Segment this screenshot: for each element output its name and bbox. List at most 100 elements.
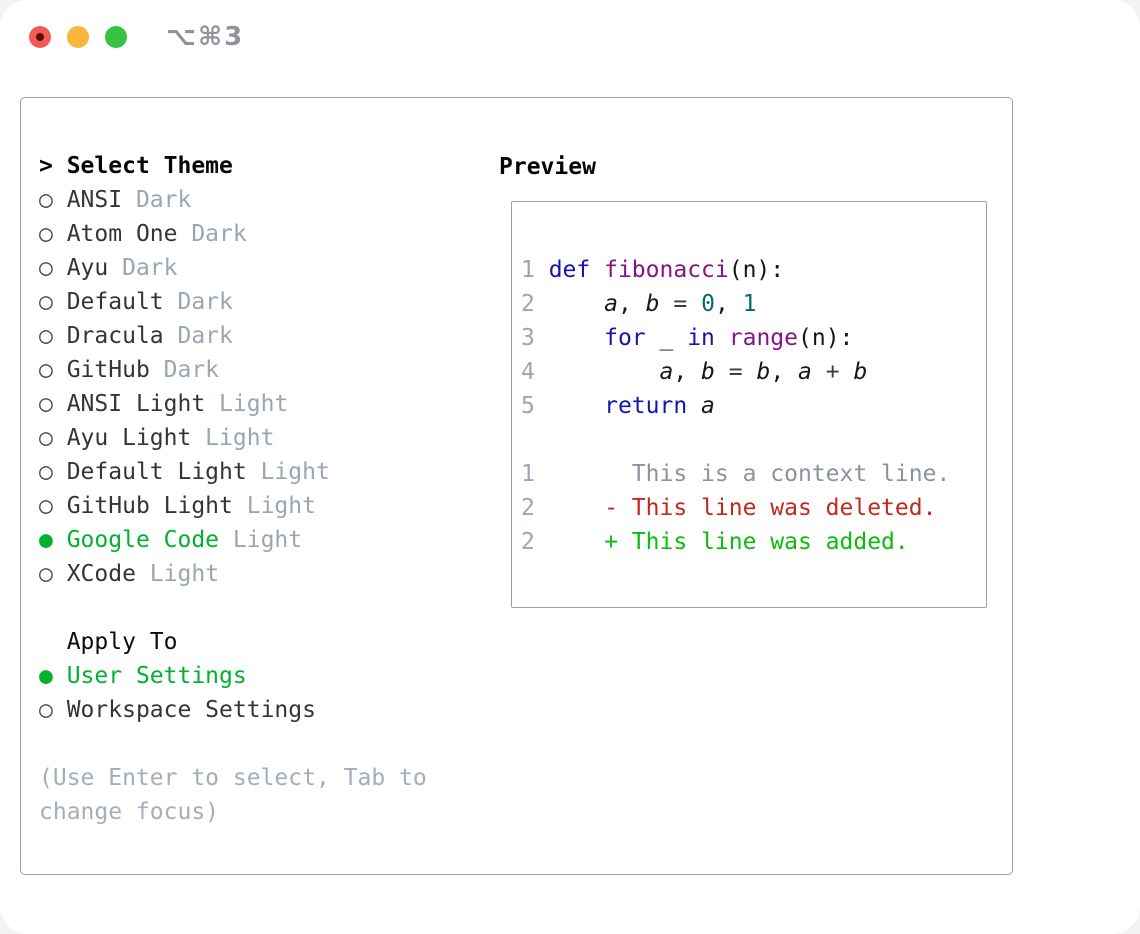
code-line: 3 for _ in range(n): (521, 321, 986, 355)
radio-unselected-icon: ○ (39, 459, 67, 485)
radio-unselected-icon: ○ (39, 289, 67, 315)
radio-unselected-icon: ○ (39, 425, 67, 451)
theme-option[interactable]: ○ GitHub Dark (39, 353, 489, 387)
theme-variant-label: Dark (163, 289, 233, 315)
theme-variant-label: Light (219, 527, 303, 553)
code-segment (715, 359, 729, 385)
code-segment (812, 359, 826, 385)
line-number: 1 (521, 257, 549, 283)
line-number: 2 (521, 291, 549, 317)
theme-name: GitHub Light (66, 493, 233, 519)
theme-variant-label: Dark (163, 323, 233, 349)
theme-option[interactable]: ○ GitHub Light Light (39, 489, 489, 523)
code-segment (715, 325, 729, 351)
radio-unselected-icon: ○ (39, 493, 67, 519)
code-segment: - This line was deleted. (548, 495, 937, 521)
radio-unselected-icon: ○ (39, 255, 67, 281)
theme-name: Atom One (66, 221, 178, 247)
window-shortcut-label: ⌥⌘3 (166, 22, 245, 52)
theme-option[interactable]: ○ ANSI Light Light (39, 387, 489, 421)
theme-option[interactable]: ○ Ayu Light Light (39, 421, 489, 455)
titlebar: ⌥⌘3 (0, 0, 1140, 75)
traffic-lights (29, 26, 127, 48)
code-segment: b (701, 359, 715, 385)
code-line: 5 return a (521, 389, 986, 423)
code-segment: = (728, 359, 743, 385)
blank-line (521, 423, 986, 457)
code-segment (549, 393, 604, 419)
diff-line: 2 + This line was added. (521, 525, 986, 559)
close-button[interactable] (29, 26, 51, 48)
apply-to-option[interactable]: ● User Settings (39, 659, 489, 693)
theme-option[interactable]: ○ Dracula Dark (39, 319, 489, 353)
code-segment (549, 359, 660, 385)
radio-unselected-icon: ○ (39, 221, 67, 247)
code-segment (549, 325, 604, 351)
diff-line: 1 This is a context line. (521, 457, 986, 491)
radio-unselected-icon: ○ (39, 561, 67, 587)
selection-prompt-icon: > (39, 153, 67, 179)
line-number: 1 (521, 461, 549, 487)
code-segment: , (673, 359, 702, 385)
theme-name: ANSI (66, 187, 123, 213)
theme-option[interactable]: ○ ANSI Dark (39, 183, 489, 217)
theme-option[interactable]: ○ Ayu Dark (39, 251, 489, 285)
line-number: 2 (521, 529, 549, 555)
line-number (521, 427, 549, 453)
code-segment: range (728, 325, 798, 351)
theme-option[interactable]: ● Google Code Light (39, 523, 489, 557)
radio-unselected-icon: ○ (39, 697, 67, 723)
line-number: 3 (521, 325, 549, 351)
theme-option[interactable]: ○ Default Dark (39, 285, 489, 319)
radio-unselected-icon: ○ (39, 323, 67, 349)
code-line: 1 def fibonacci(n): (521, 253, 986, 287)
theme-variant-label: Dark (149, 357, 220, 383)
line-number (521, 563, 549, 589)
code-segment (660, 291, 674, 317)
apply-option-label: User Settings (66, 663, 247, 689)
theme-name: Dracula (66, 323, 164, 349)
code-segment: for (604, 325, 646, 351)
help-text: (Use Enter to select, Tab to change focu… (39, 765, 441, 825)
code-segment: b (756, 359, 771, 385)
code-segment: , (617, 291, 646, 317)
theme-variant-label: Dark (177, 221, 247, 247)
theme-option[interactable]: ○ Default Light Light (39, 455, 489, 489)
apply-to-option[interactable]: ○ Workspace Settings (39, 693, 489, 727)
zoom-button[interactable] (105, 26, 127, 48)
theme-list-header: > Select Theme (39, 149, 489, 183)
apply-option-label: Workspace Settings (66, 697, 316, 723)
radio-unselected-icon: ○ (39, 187, 67, 213)
code-segment: 0 (701, 291, 715, 317)
code-segment: , (770, 359, 799, 385)
theme-name: Default (66, 289, 164, 315)
preview-header: Preview (499, 154, 596, 180)
theme-variant-label: Dark (122, 187, 192, 213)
theme-list: > Select Theme○ ANSI Dark○ Atom One Dark… (39, 149, 489, 829)
code-segment: b (645, 291, 660, 317)
code-segment: return (604, 393, 688, 419)
code-segment: in (687, 325, 715, 351)
code-segment (687, 291, 701, 317)
radio-selected-icon: ● (39, 527, 67, 553)
minimize-button[interactable] (67, 26, 89, 48)
theme-name: Ayu (66, 255, 109, 281)
preview-box: 1 def fibonacci(n): 2 a, b = 0, 1 3 for _ … (511, 201, 987, 608)
theme-name: GitHub (66, 357, 150, 383)
code-segment (549, 291, 604, 317)
theme-option[interactable]: ○ XCode Light (39, 557, 489, 591)
code-segment: = (673, 291, 688, 317)
theme-name: Default Light (66, 459, 247, 485)
theme-variant-label: Light (246, 459, 330, 485)
code-line: 4 a, b = b, a + b (521, 355, 986, 389)
code-segment: _ (645, 325, 688, 351)
code-segment (743, 359, 757, 385)
code-segment: a (701, 393, 715, 419)
line-number: 4 (521, 359, 549, 385)
blank-line (521, 219, 986, 253)
code-segment (840, 359, 854, 385)
theme-option[interactable]: ○ Atom One Dark (39, 217, 489, 251)
code-segment: + (825, 359, 840, 385)
theme-variant-label: Light (205, 391, 289, 417)
